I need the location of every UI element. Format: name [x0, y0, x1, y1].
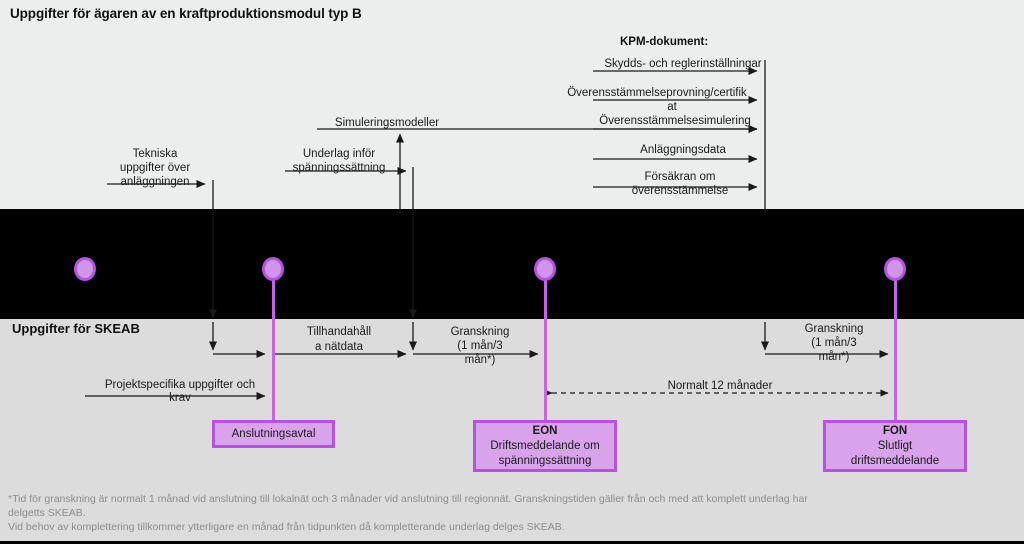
milestone-dot-3[interactable]: [534, 257, 556, 281]
zone-timeline-bar: [0, 209, 1024, 319]
milestone-stem-3: [544, 270, 547, 420]
footnote-block: *Tid för granskning är normalt 1 månad v…: [8, 492, 1014, 535]
footnote-line-2: delgetts SKEAB.: [8, 507, 86, 520]
kpm-section-title: KPM-dokument:: [620, 36, 709, 48]
zone-owner-tasks: [0, 0, 1024, 209]
box-fon-title: FON: [882, 424, 908, 437]
milestone-dot-1[interactable]: [74, 257, 96, 281]
milestone-dot-4[interactable]: [884, 257, 906, 281]
box-eon-line3: spänningssättning: [498, 454, 592, 467]
skeab-lane-title: Uppgifter för SKEAB: [12, 321, 140, 336]
box-eon-title: EON: [532, 424, 558, 437]
box-fon-line2: Slutligt: [877, 439, 913, 452]
box-eon-line2: Driftsmeddelande om: [490, 439, 600, 452]
box-fon-line3: driftsmeddelande: [850, 454, 940, 467]
page-title: Uppgifter för ägaren av en kraftprodukti…: [10, 6, 362, 21]
box-anslutningsavtal[interactable]: Anslutningsavtal: [212, 420, 335, 448]
box-anslutningsavtal-title: Anslutningsavtal: [231, 427, 316, 440]
box-fon[interactable]: FON Slutligt driftsmeddelande: [823, 420, 967, 472]
footer-divider: [0, 541, 1024, 544]
box-eon[interactable]: EON Driftsmeddelande om spänningssättnin…: [473, 420, 617, 472]
milestone-dot-2[interactable]: [262, 257, 284, 281]
milestone-stem-4: [894, 270, 897, 420]
zone-footnote: [0, 485, 1024, 542]
milestone-stem-2: [272, 270, 275, 435]
footnote-line-1: *Tid för granskning är normalt 1 månad v…: [8, 493, 808, 505]
footnote-line-3: Vid behov av komplettering tillkommer yt…: [8, 521, 565, 534]
